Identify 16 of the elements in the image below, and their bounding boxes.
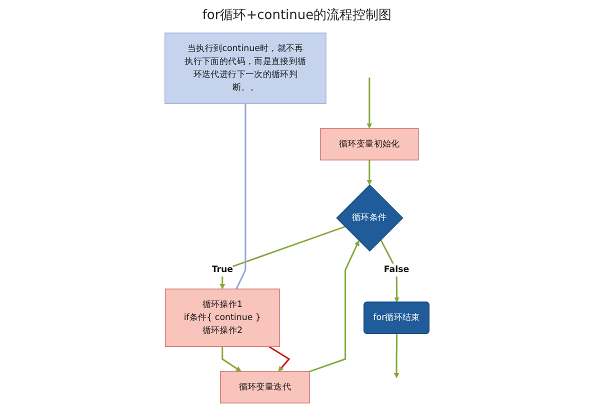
connector xyxy=(236,104,246,290)
arrow xyxy=(268,346,290,372)
node-box: 循环变量初始化 xyxy=(320,128,419,160)
arrow xyxy=(394,334,400,378)
arrow xyxy=(222,346,242,372)
diagram-title: for循环+continue的流程控制图 xyxy=(202,7,392,25)
arrow xyxy=(366,160,372,186)
node-box: 循环变量迭代 xyxy=(220,371,310,404)
arrow xyxy=(309,240,360,372)
edge-label: False xyxy=(384,264,410,275)
edge-label: True xyxy=(212,264,234,275)
arrow xyxy=(220,226,346,290)
node-box: 循环操作1 if条件{ continue } 循环操作2 xyxy=(164,288,280,347)
node-diamond: 循环条件 xyxy=(336,184,404,252)
node-box: 当执行到continue时，就不再执行下面的代码，而是直接到循环迭代进行下一次的循环判断。。 xyxy=(164,32,326,104)
arrow xyxy=(366,78,372,129)
